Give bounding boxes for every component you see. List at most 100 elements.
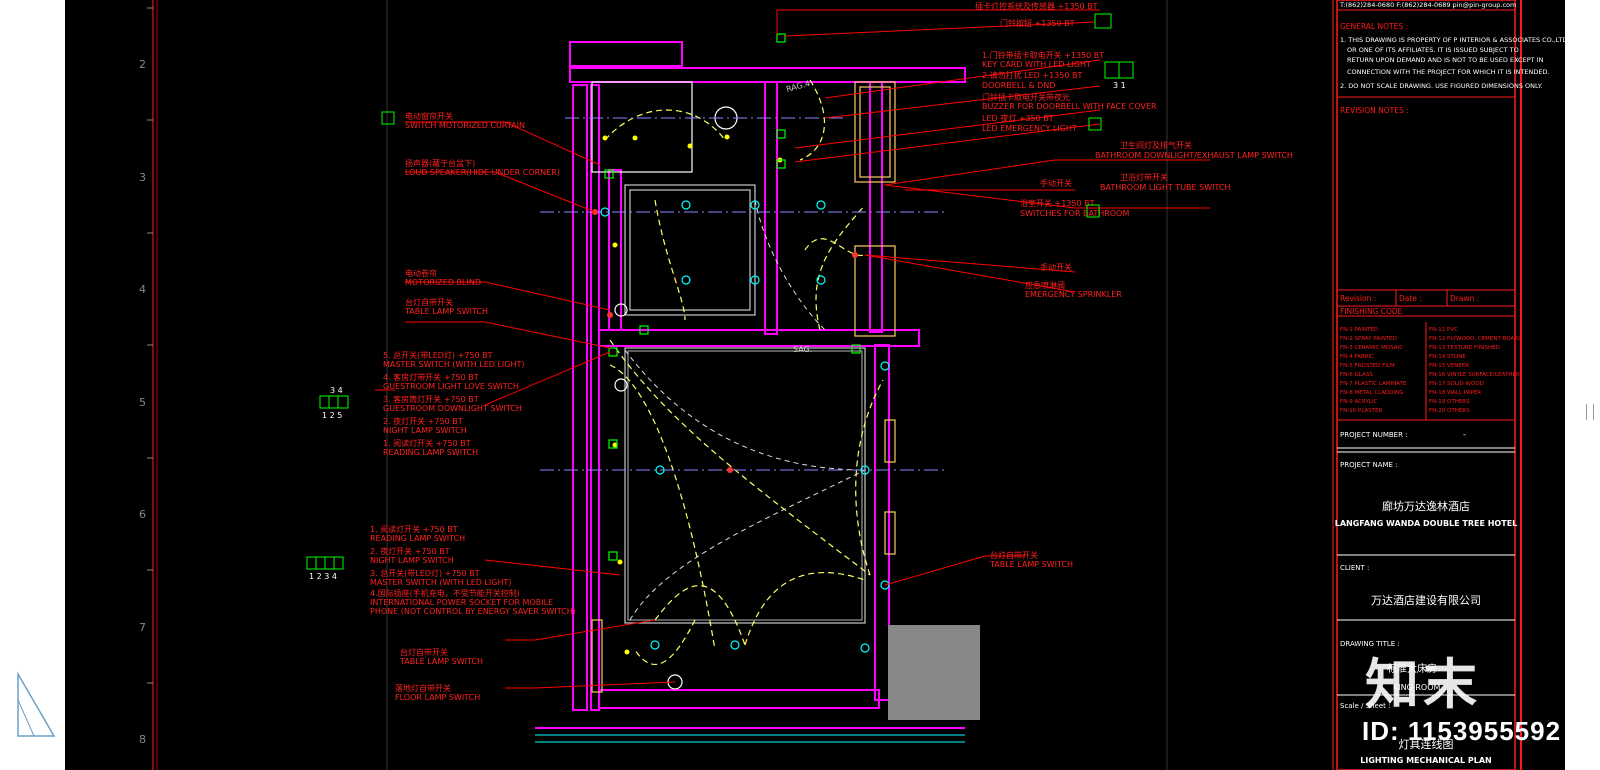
- label-floor: 落地灯自带开关: [395, 683, 451, 693]
- label-curtain: 电动窗帘开关: [405, 111, 453, 121]
- label-manual2: 手动开关: [1040, 262, 1072, 272]
- watermark-logo: 知末: [1365, 653, 1481, 716]
- code-right: FN-14 STONE: [1429, 354, 1466, 360]
- project-number-value: -: [1463, 430, 1466, 439]
- ruler-ticks: [147, 7, 153, 684]
- left2-line: PHONE (NOT CONTROL BY ENERGY SAVER SWITC…: [370, 607, 576, 616]
- scroll-indicator[interactable]: [1586, 404, 1594, 420]
- dashed-wires-white: [624, 199, 866, 621]
- code-right: FN-18 WALL PAPER: [1429, 390, 1481, 396]
- ruler-number: 3: [139, 171, 146, 184]
- note-line: OR ONE OF ITS AFFILIATES. IT IS ISSUED S…: [1347, 46, 1519, 54]
- ruler-number: 2: [139, 58, 146, 71]
- date-label: Date :: [1399, 294, 1422, 303]
- gray-block: [888, 625, 980, 720]
- ruler-numbers: 2 3 4 5 6 7 8: [139, 58, 146, 746]
- label-top4: 2.请勿打扰 LED +1350 BT: [982, 70, 1082, 80]
- room-name-cn: 标准大床房: [1387, 662, 1437, 675]
- label-bath: 卫生间灯及排气开关: [1120, 140, 1192, 150]
- left1-line: 3. 客房筒灯开关 +750 BT: [383, 394, 479, 404]
- label-manual: 手动开关: [1040, 178, 1072, 188]
- code-left: FN-7 PLASTIC LAMINATE: [1340, 381, 1407, 387]
- box-bottom-label: 1 2 3 4: [309, 572, 337, 581]
- label-bath-en: BATHROOM DOWNLIGHT/EXHAUST LAMP SWITCH: [1095, 151, 1293, 160]
- code-right: FN-20 OTHERS: [1429, 408, 1470, 414]
- label-emerg-en: EMERGENCY SPRINKLER: [1025, 290, 1122, 299]
- left2-line: 2. 夜灯开关 +750 BT: [370, 546, 450, 556]
- cad-canvas[interactable]: 2 3 4 5 6 7 8: [65, 0, 1565, 770]
- walls: [535, 41, 966, 743]
- left2-line: READING LAMP SWITCH: [370, 534, 465, 543]
- note-line: CONNECTION WITH THE PROJECT FOR WHICH IT…: [1347, 68, 1550, 76]
- room-name-en: KING ROOM: [1393, 683, 1440, 692]
- leader-lines: [375, 9, 1210, 689]
- project-number-label: PROJECT NUMBER :: [1340, 431, 1408, 439]
- title-block: [1336, 0, 1522, 770]
- left1-line: 1. 阅读灯开关 +750 BT: [383, 438, 471, 448]
- ruler-number: 8: [139, 733, 146, 746]
- code-right: FN-19 OTHERS: [1429, 399, 1470, 405]
- client-label: CLIENT :: [1340, 564, 1369, 572]
- code-left: FN-3 CERAMIC MOSAIC: [1340, 345, 1403, 351]
- label-top3-en: KEY CARD WITH LED LIGHT: [982, 60, 1091, 69]
- code-right: FN-13 TEXTURE FINISHED: [1429, 345, 1500, 351]
- label-floor-en: FLOOR LAMP SWITCH: [395, 693, 480, 702]
- left2-line: 3. 总开关(带LED灯) +750 BT: [370, 568, 480, 578]
- finishing-codes: FN-1 PAINTED FN-2 SPRAY PAINTED FN-3 CER…: [1340, 327, 1522, 414]
- project-name-cn: 廊坊万达逸林酒店: [1382, 499, 1470, 513]
- label-curtain-en: SWITCH MOTORIZED CURTAIN: [405, 121, 525, 130]
- project-name-label: PROJECT NAME :: [1340, 461, 1398, 469]
- label-table1: 台灯自带开关: [405, 297, 453, 307]
- floor-plan-drawing: 2 3 4 5 6 7 8: [139, 0, 1565, 770]
- switch-markers: [604, 33, 861, 561]
- left1-line: NIGHT LAMP SWITCH: [383, 426, 467, 435]
- note-line: 1. THIS DRAWING IS PROPERTY OF P INTERIO…: [1340, 36, 1565, 44]
- code-left: FN-4 FABRIC: [1340, 354, 1374, 360]
- ruler-number: 5: [139, 396, 146, 409]
- left1-line: 5. 总开关(带LED灯) +750 BT: [383, 350, 493, 360]
- label-bath3-en: SWITCHES FOR BATHROOM: [1020, 209, 1129, 218]
- label-bath2: 卫浴灯带开关: [1120, 172, 1168, 182]
- switch-box-right: 3 1: [381, 13, 1134, 218]
- room-tag-2: SAG.: [793, 345, 812, 354]
- yellow-dots: [602, 134, 783, 655]
- left1-line: MASTER SWITCH (WITH LED LIGHT): [383, 360, 525, 369]
- label-blind: 电动卷帘: [405, 268, 437, 278]
- sheet-label: Scale / Sheet :: [1340, 702, 1390, 710]
- left1-line: 4. 客房灯带开关 +750 BT: [383, 372, 479, 382]
- label-top4-en: DOORBELL & DND: [982, 81, 1055, 90]
- box-label: 3 1: [1113, 81, 1126, 90]
- label-speaker: 扬声器(藏于台盆下): [405, 158, 475, 168]
- left-margin: [0, 0, 65, 770]
- watermark-id: ID: 1153955592: [1362, 716, 1562, 746]
- box-top-label: 3 4: [330, 386, 343, 395]
- label-top6: LED 夜灯 +350 BT: [982, 113, 1054, 123]
- left1-line: GUESTROOM LIGHT LOVE SWITCH: [383, 382, 519, 391]
- client-name: 万达酒店建设有限公司: [1371, 593, 1481, 607]
- project-name-en: LANGFANG WANDA DOUBLE TREE HOTEL: [1335, 519, 1518, 528]
- code-right: FN-16 VINYLE SURFACE/LEATHER: [1429, 372, 1520, 378]
- label-table2-en: TABLE LAMP SWITCH: [399, 657, 483, 666]
- furniture-outlines: [591, 81, 896, 693]
- label-bath2-en: BATHROOM LIGHT TUBE SWITCH: [1100, 183, 1231, 192]
- project-info: PROJECT NUMBER : - PROJECT NAME : 廊坊万达逸林…: [1335, 430, 1518, 765]
- drawing-title-label: DRAWING TITLE :: [1340, 640, 1400, 648]
- ruler-number: 4: [139, 283, 146, 296]
- wiring: [604, 79, 884, 665]
- finishing-code-title: FINISHING CODE: [1340, 307, 1403, 316]
- title-block-text: T:(862)284-0680 F:(862)284-0689 pin@pin-…: [1339, 1, 1565, 316]
- label-top6-en: LED EMERGENCY LIGHT: [982, 124, 1077, 133]
- revision-notes: REVISION NOTES :: [1340, 106, 1409, 115]
- contact-line: T:(862)284-0680 F:(862)284-0689 pin@pin-…: [1339, 1, 1516, 9]
- code-right: FN-11 PVC: [1429, 327, 1458, 333]
- row-ruler: [152, 0, 1334, 770]
- label-table3-en: TABLE LAMP SWITCH: [989, 560, 1073, 569]
- switch-box-left2: 1 2 3 4: [306, 556, 344, 581]
- code-right: FN-15 VENEER: [1429, 363, 1469, 369]
- light-fixtures: [600, 200, 890, 690]
- code-left: FN-2 SPRAY PAINTED: [1340, 336, 1397, 342]
- left2-line: INTERNATIONAL POWER SOCKET FOR MOBILE: [370, 598, 553, 607]
- box-bottom-label: 1 2 5: [322, 411, 342, 420]
- left1-line: 2. 夜灯开关 +750 BT: [383, 416, 463, 426]
